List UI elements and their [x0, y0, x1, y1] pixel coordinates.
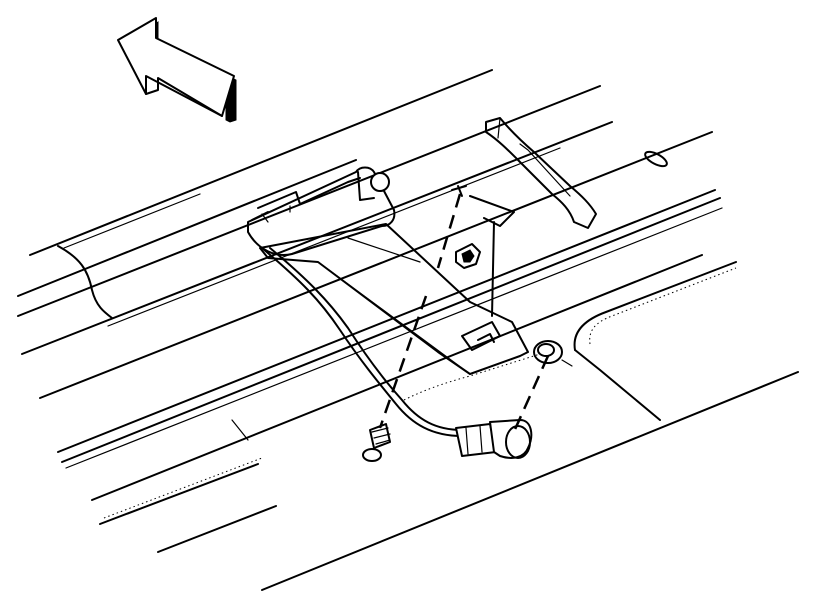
lower-channel-lines: [57, 189, 723, 501]
molding-bracket: [485, 117, 597, 229]
bottom-edge-lines: [99, 371, 799, 591]
bulb-socket-icon: [489, 419, 533, 459]
screw-upper-icon: [451, 185, 467, 197]
screw-icon: [362, 423, 391, 462]
clip-fastener-icon: [455, 195, 515, 269]
lamp-lens-panel: [259, 223, 529, 375]
panel-edge-right: [403, 261, 737, 421]
installation-lines: [378, 193, 550, 437]
socket-hole: [533, 340, 573, 367]
panel-seam-left: [57, 193, 201, 319]
roof-oval-opening: [644, 150, 668, 168]
roof-panel-edges: [17, 69, 713, 399]
direction-arrow-icon: [117, 17, 237, 123]
wire-harness: [261, 247, 497, 457]
